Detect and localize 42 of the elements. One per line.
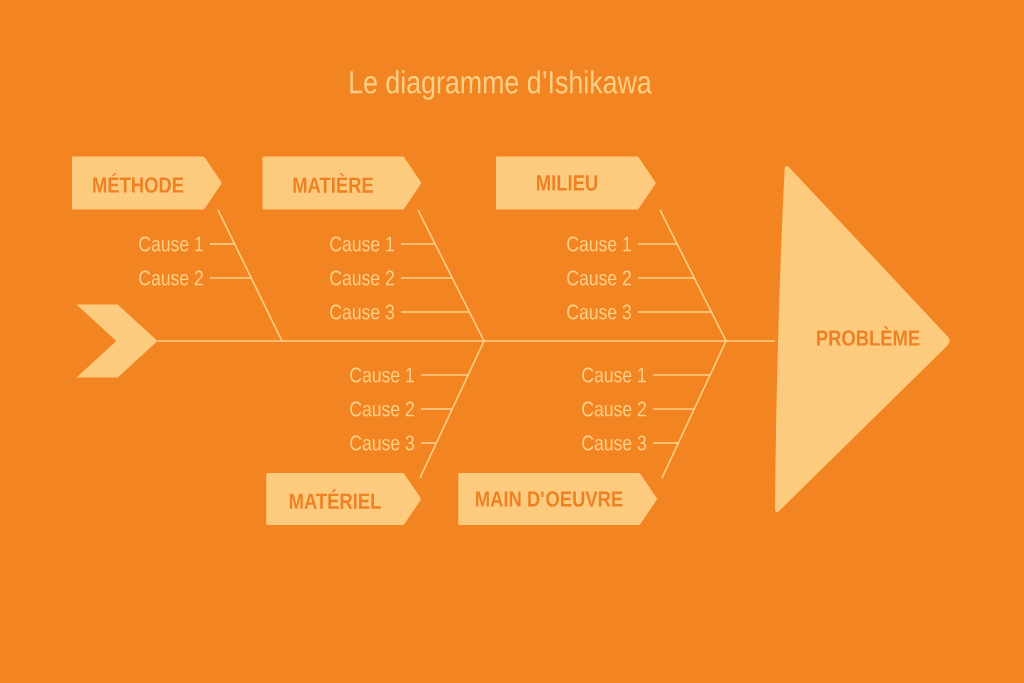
cause-label: Cause 1 bbox=[567, 236, 631, 252]
cause-label: Cause 3 bbox=[582, 435, 646, 451]
cause-line bbox=[400, 311, 471, 313]
cause-line bbox=[420, 374, 469, 376]
cause-line bbox=[652, 408, 695, 410]
cause-line bbox=[420, 442, 438, 444]
cause-label: Cause 2 bbox=[582, 401, 646, 417]
category-arrow-box: MATÉRIEL bbox=[266, 473, 421, 525]
bone-line bbox=[661, 340, 727, 479]
cause-line bbox=[209, 243, 236, 245]
cause-line bbox=[637, 243, 678, 245]
bone-line bbox=[217, 209, 283, 342]
cause-label: Cause 2 bbox=[350, 401, 414, 417]
category-arrow-box: MÉTHODE bbox=[71, 156, 222, 210]
cause-label: Cause 3 bbox=[350, 435, 414, 451]
fish-head-triangle: PROBLÈME bbox=[775, 165, 950, 513]
cause-label: Cause 1 bbox=[139, 236, 203, 252]
cause-label: Cause 2 bbox=[567, 270, 631, 286]
bone-line bbox=[659, 209, 727, 342]
cause-label: Cause 3 bbox=[330, 304, 394, 320]
category-arrow-box: MILIEU bbox=[495, 156, 656, 210]
cause-line bbox=[209, 277, 252, 279]
cause-line bbox=[637, 311, 713, 313]
cause-label: Cause 1 bbox=[330, 236, 394, 252]
bone-line bbox=[419, 340, 485, 479]
cause-line bbox=[652, 442, 680, 444]
bone-line bbox=[417, 209, 485, 342]
category-arrow-box: MATIÈRE bbox=[262, 156, 421, 210]
cause-label: Cause 2 bbox=[330, 270, 394, 286]
cause-label: Cause 2 bbox=[139, 270, 203, 286]
cause-line bbox=[637, 277, 696, 279]
cause-line bbox=[420, 408, 453, 410]
tail-chevron bbox=[76, 304, 158, 378]
title: Le diagramme d’Ishikawa bbox=[350, 70, 652, 100]
cause-label: Cause 1 bbox=[350, 367, 414, 383]
cause-line bbox=[400, 277, 454, 279]
cause-label: Cause 1 bbox=[582, 367, 646, 383]
cause-line bbox=[400, 243, 436, 245]
spine-line bbox=[157, 340, 776, 342]
cause-line bbox=[652, 374, 711, 376]
category-arrow-box: MAIN D'OEUVRE bbox=[458, 473, 657, 525]
cause-label: Cause 3 bbox=[567, 304, 631, 320]
